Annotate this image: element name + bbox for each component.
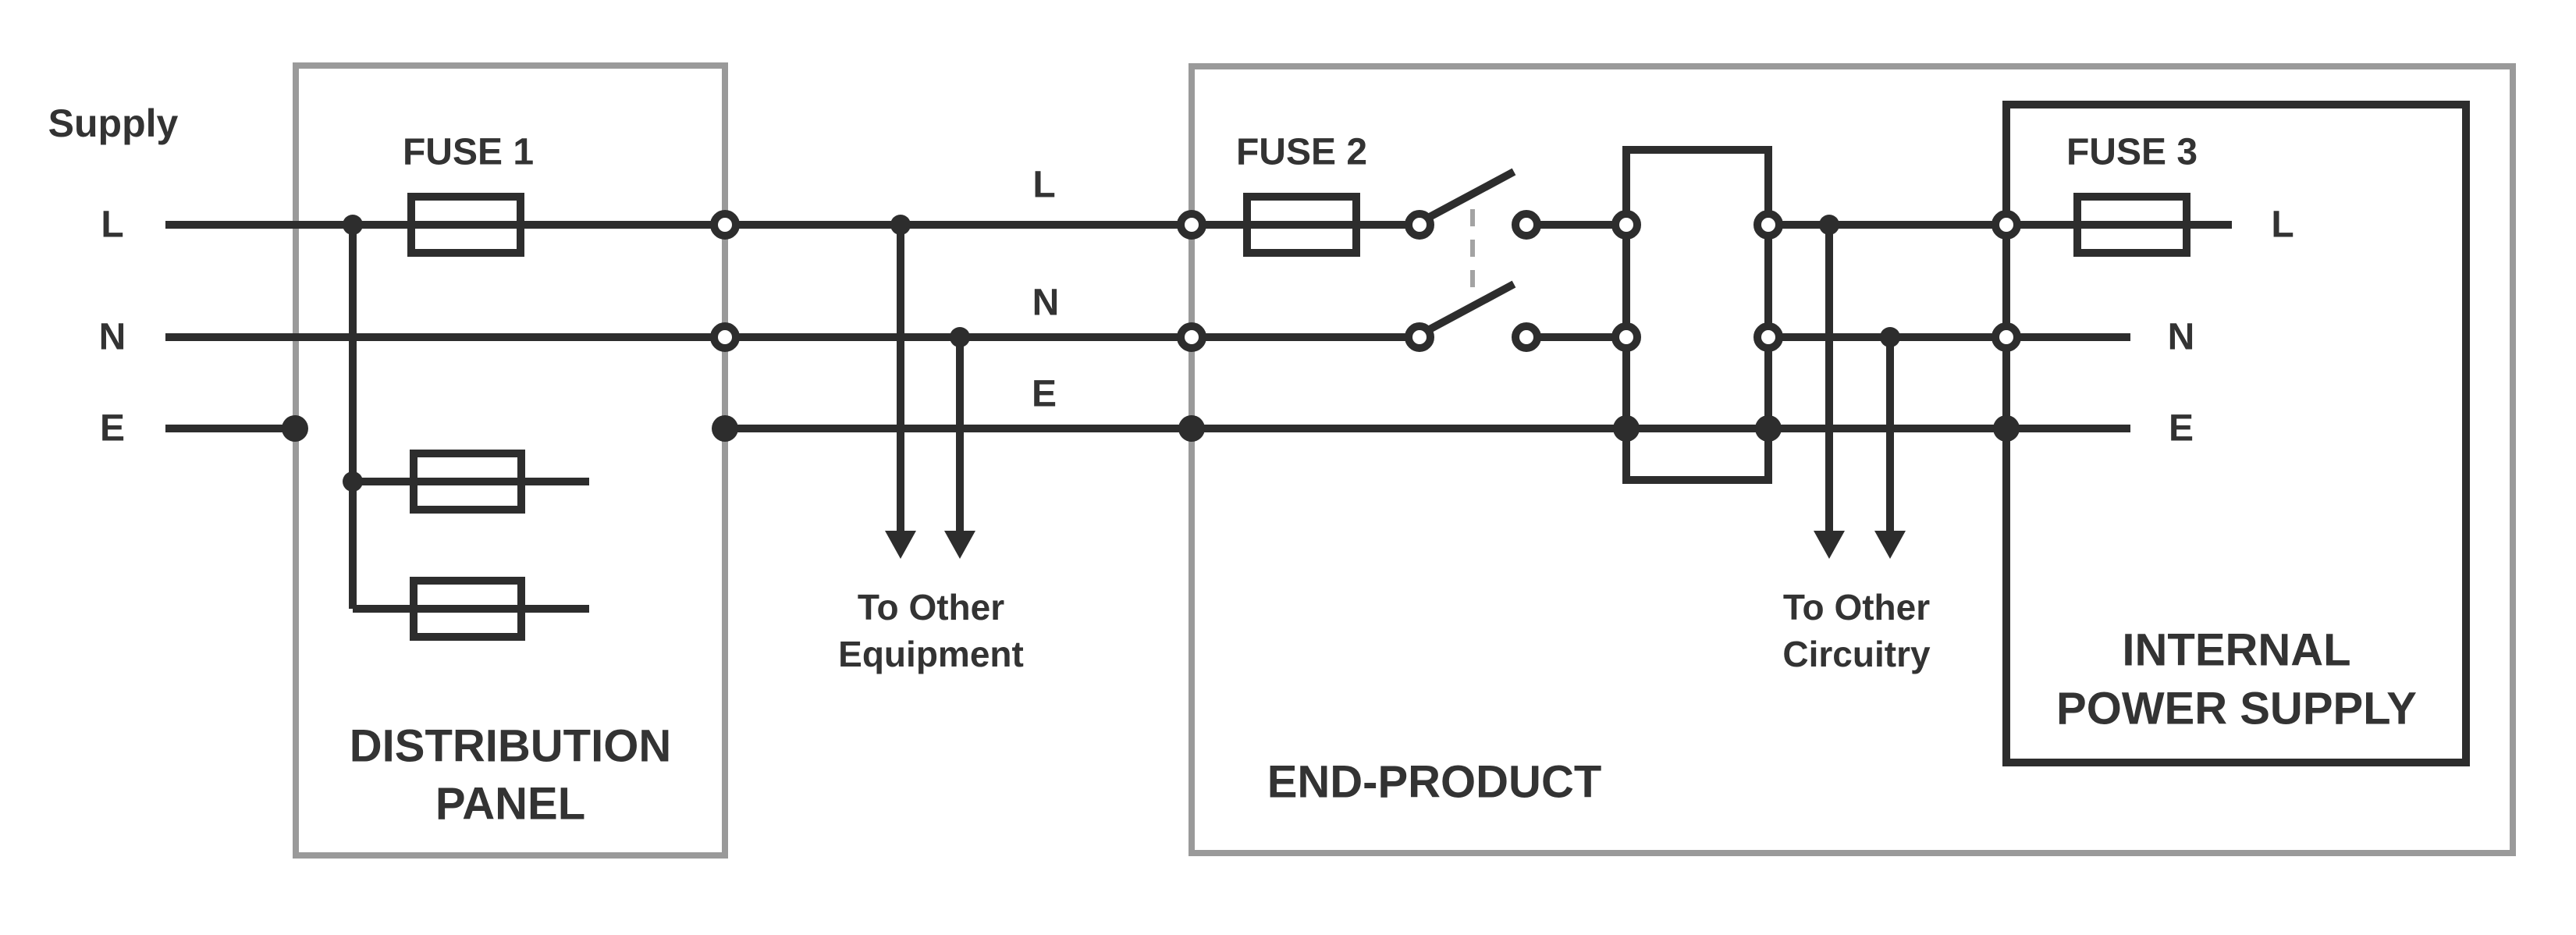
internal-power-supply-title-line2: POWER SUPPLY <box>2056 684 2417 734</box>
to-other-equipment-label-line2: Equipment <box>838 634 1024 674</box>
earth-bond-dot <box>1755 415 1782 442</box>
arrow-down-icon <box>944 531 975 559</box>
distribution-panel-title-line1: DISTRIBUTION <box>350 721 671 772</box>
psu-earth-label: E <box>2169 408 2194 450</box>
supply-neutral-label: N <box>99 317 126 358</box>
earth-bond-dot <box>282 415 308 442</box>
to-other-circuitry-label-line1: To Other <box>1783 587 1930 627</box>
fuse2-label: FUSE 2 <box>1236 132 1367 173</box>
transformer-terminal <box>1753 322 1783 352</box>
transformer-terminal <box>1611 210 1641 240</box>
psu-terminal <box>1992 210 2021 240</box>
switch-pole-terminal <box>1405 322 1434 352</box>
panel-branch-fuse-a-symbol <box>410 450 525 514</box>
switch-pole-terminal <box>1512 210 1541 240</box>
switch-blade-neutral <box>1426 280 1516 334</box>
junction-dot <box>343 215 363 235</box>
psu-neutral-label: N <box>2168 317 2195 358</box>
switch-blade-live <box>1426 168 1516 222</box>
earth-bond-dot <box>1993 415 2020 442</box>
supply-live-label: L <box>101 204 123 246</box>
end-product-title: END-PRODUCT <box>1267 757 1602 808</box>
terminal-circle <box>1177 322 1206 352</box>
supply-earth-label: E <box>100 408 125 450</box>
supply-label: Supply <box>48 101 179 145</box>
end-product-box <box>1189 63 2516 856</box>
junction-dot <box>343 471 363 492</box>
to-other-equipment-branch <box>885 225 975 559</box>
interconnect-earth-label: E <box>1032 374 1057 415</box>
fuse1-label: FUSE 1 <box>403 132 534 173</box>
arrow-down-icon <box>1814 531 1845 559</box>
junction-dot <box>950 327 970 347</box>
panel-branch-circuit <box>349 225 589 641</box>
junction-dot <box>1819 215 1839 235</box>
internal-power-supply-title-line1: INTERNAL <box>2122 625 2350 676</box>
transformer-block-box <box>1622 146 1772 484</box>
fuse3-label: FUSE 3 <box>2066 132 2198 173</box>
interconnect-neutral-label: N <box>1032 283 1060 324</box>
transformer-terminal <box>1611 322 1641 352</box>
terminal-circle <box>710 322 740 352</box>
earth-bond-dot <box>1178 415 1205 442</box>
transformer-terminal <box>1753 210 1783 240</box>
panel-branch-fuse-b-symbol <box>410 577 525 641</box>
distribution-panel-title-line2: PANEL <box>435 779 585 830</box>
terminal-circle <box>710 210 740 240</box>
switch-pole-terminal <box>1405 210 1434 240</box>
to-other-circuitry-branch <box>1814 225 1906 559</box>
to-other-circuitry-label-line2: Circuitry <box>1782 634 1931 674</box>
fuse1-symbol <box>407 193 524 257</box>
to-other-equipment-label-line1: To Other <box>858 587 1004 627</box>
arrow-down-icon <box>1874 531 1906 559</box>
interconnect-live-label: L <box>1032 165 1055 206</box>
psu-live-label: L <box>2271 204 2294 246</box>
earth-bond-dot <box>1613 415 1640 442</box>
earth-bond-dot <box>712 415 738 442</box>
psu-terminal <box>1992 322 2021 352</box>
terminal-circle <box>1177 210 1206 240</box>
junction-dot <box>1880 327 1900 347</box>
switch-pole-terminal <box>1512 322 1541 352</box>
arrow-down-icon <box>885 531 916 559</box>
fuse2-symbol <box>1243 193 1360 257</box>
fuse3-symbol <box>2073 193 2190 257</box>
distribution-panel-box <box>293 62 728 859</box>
mains-switch <box>1426 168 1516 334</box>
junction-dot <box>890 215 911 235</box>
